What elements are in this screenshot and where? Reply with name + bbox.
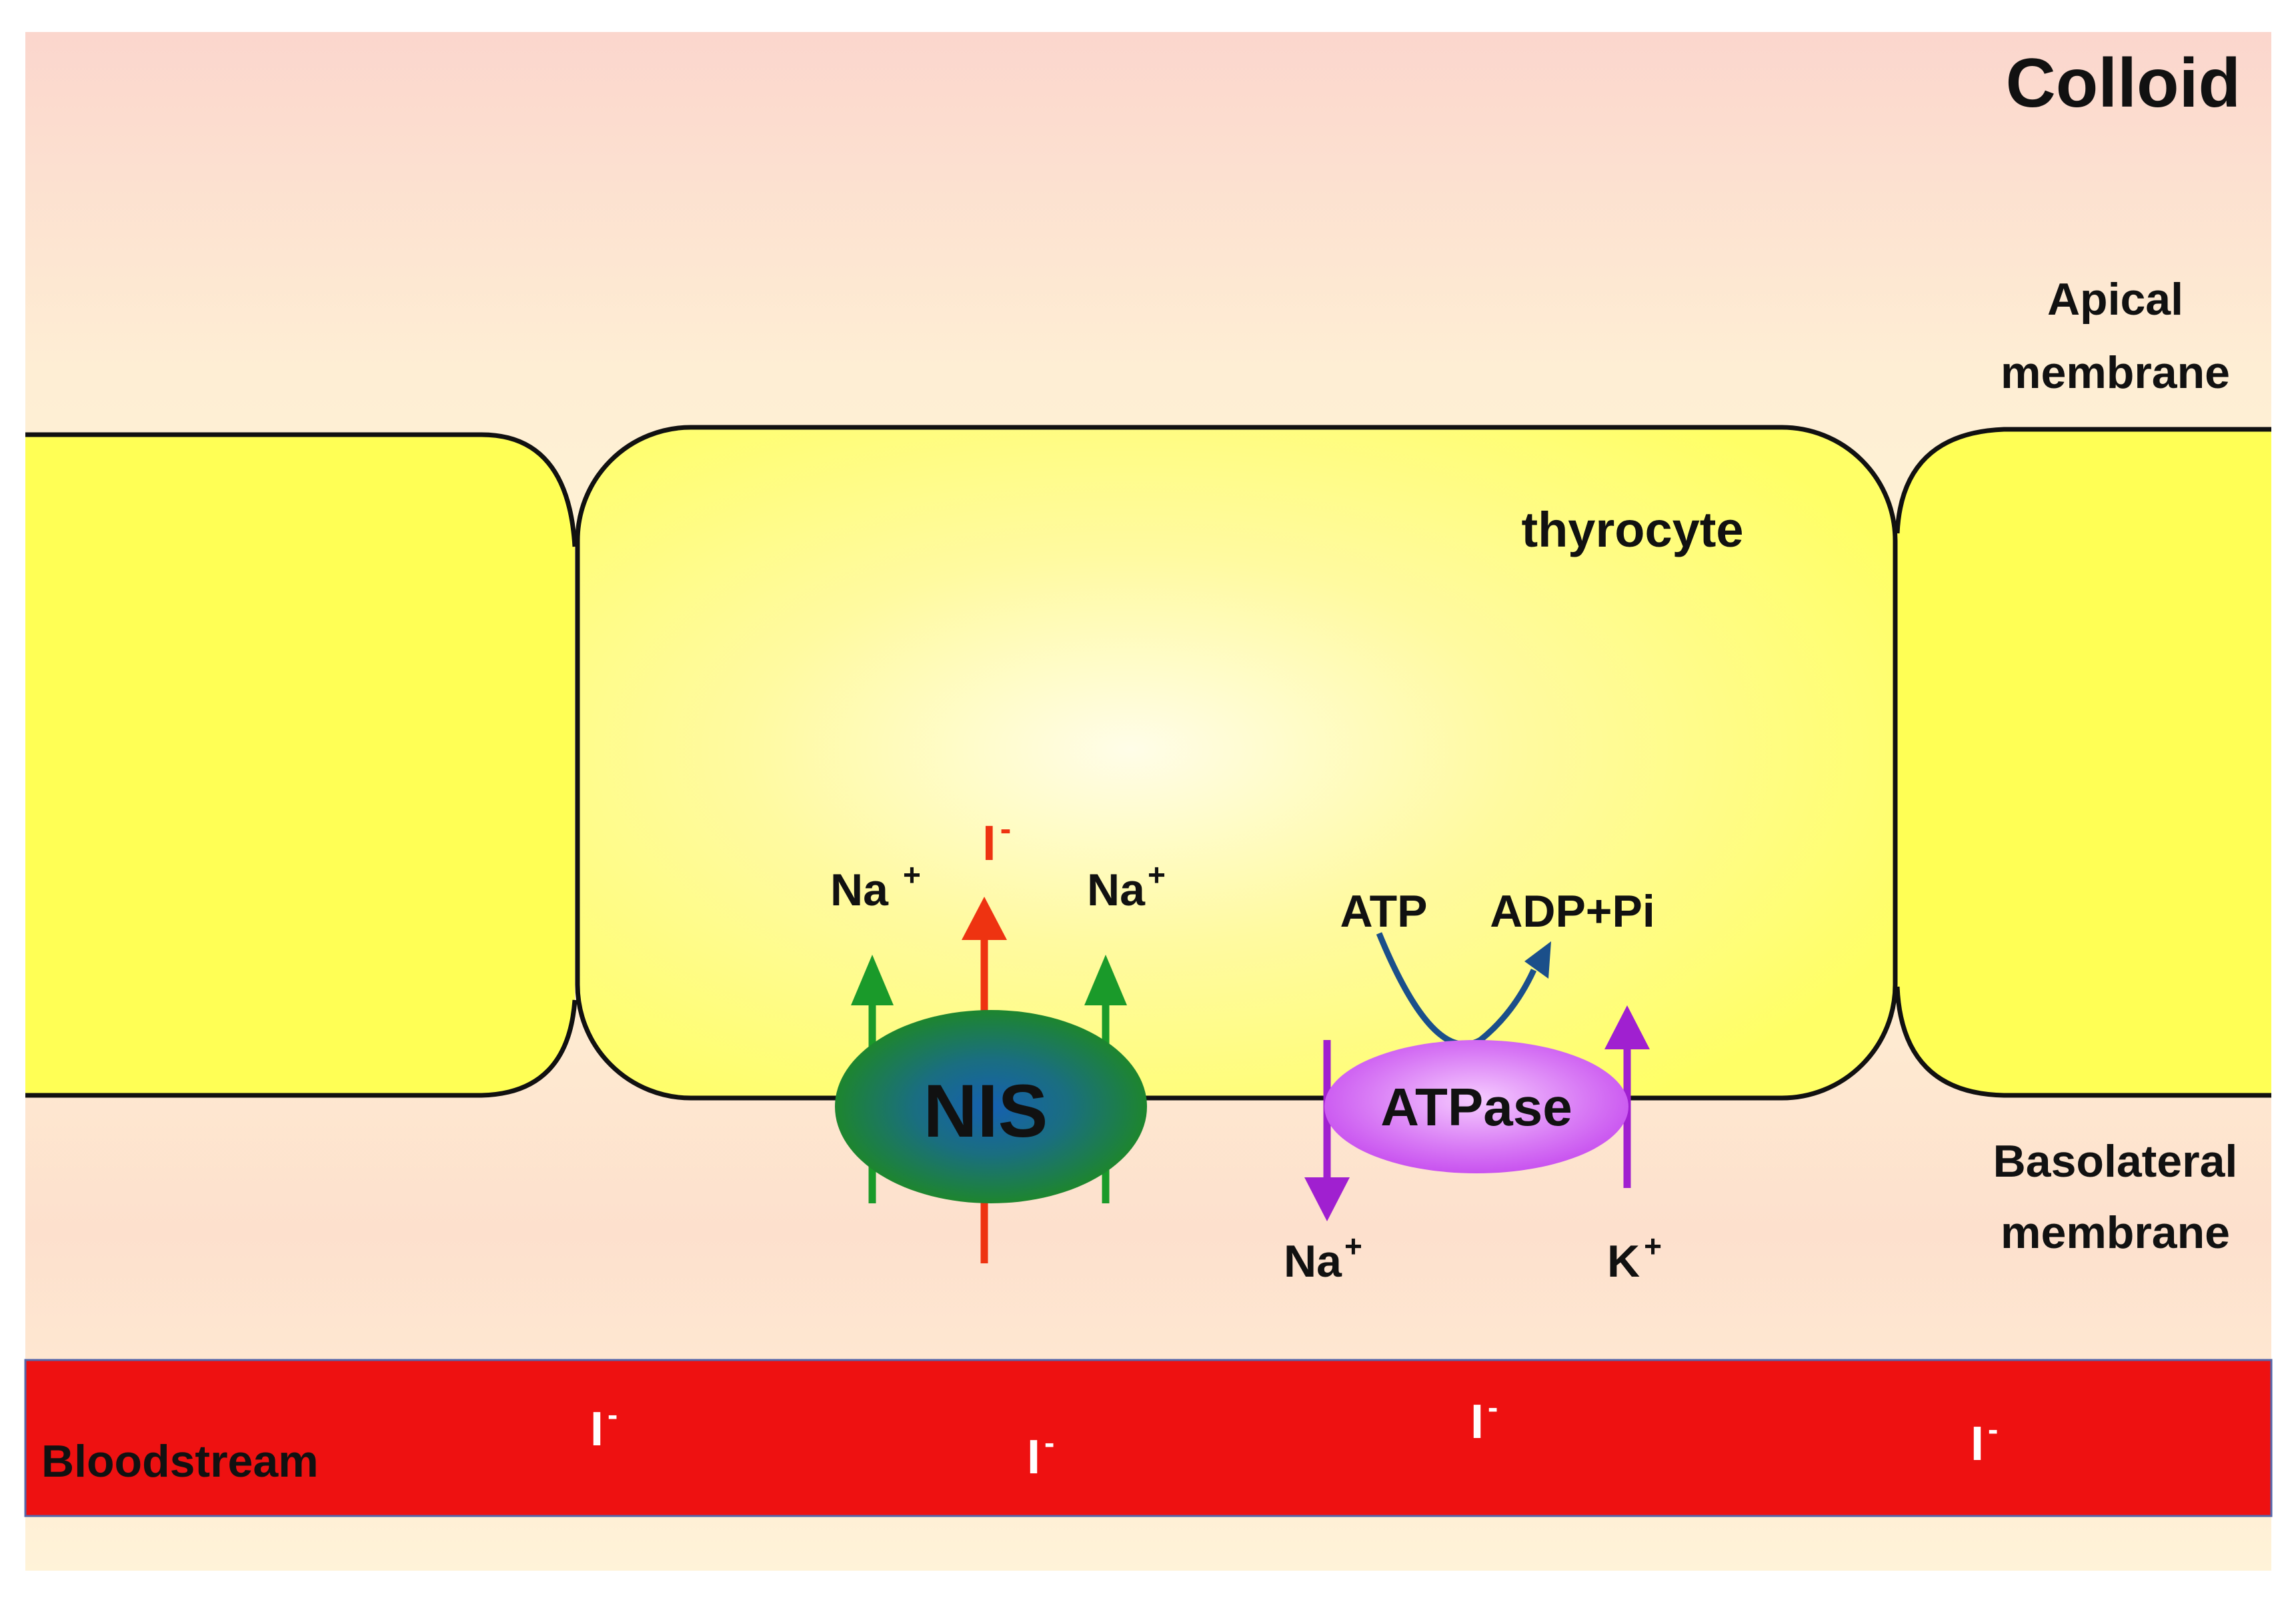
left-cell-outline — [25, 432, 578, 1098]
colloid-label: Colloid — [2006, 45, 2241, 122]
apical-membrane-label-line1: Apical — [2047, 274, 2183, 325]
adp-pi-label: ADP+Pi — [1490, 886, 1655, 937]
nis-label: NIS — [924, 1069, 1048, 1153]
thyrocyte-cell — [575, 425, 1898, 1101]
atp-hydrolysis-arrowhead — [1524, 941, 1551, 979]
atpase-pump: ATPase ATP ADP+Pi Na+ K+ — [1284, 886, 1662, 1287]
basolateral-membrane-label-line1: Basolateral — [1993, 1136, 2238, 1187]
left-cell — [25, 435, 575, 1095]
atpase-k-arrowhead — [1604, 1005, 1650, 1049]
nis-na-arrowhead-left — [851, 955, 894, 1005]
nis-iodide-label: I- — [982, 810, 1011, 871]
atp-label: ATP — [1340, 886, 1428, 937]
nis-na-arrowhead-right — [1084, 955, 1127, 1005]
basolateral-membrane-label-line2: membrane — [2001, 1207, 2230, 1258]
bloodstream-label: Bloodstream — [41, 1436, 319, 1487]
nis-iodide-arrowhead — [962, 897, 1007, 940]
nis-transporter: NIS Na+ I- Na+ — [830, 810, 1166, 1263]
atpase-k-label: K+ — [1607, 1229, 1662, 1287]
atpase-label: ATPase — [1380, 1077, 1572, 1137]
atpase-na-label: Na+ — [1284, 1229, 1362, 1287]
atpase-na-arrowhead — [1304, 1177, 1350, 1221]
right-cell — [1897, 429, 2271, 1095]
blood-iodide-3: I- — [1470, 1390, 1498, 1449]
blood-iodide-4: I- — [1971, 1412, 1998, 1471]
nis-body — [835, 1010, 1147, 1203]
right-cell-outline — [1895, 427, 2271, 1098]
nis-na-label-left: Na+ — [830, 857, 921, 915]
bloodstream-band — [24, 1359, 2273, 1517]
blood-iodide-1: I- — [590, 1397, 618, 1456]
blood-iodide-2: I- — [1027, 1425, 1054, 1484]
atpase-body — [1324, 1040, 1628, 1173]
nis-na-label-right: Na+ — [1087, 857, 1166, 915]
apical-membrane-label-line2: membrane — [2001, 347, 2230, 398]
thyrocyte-label: thyrocyte — [1521, 502, 1743, 557]
